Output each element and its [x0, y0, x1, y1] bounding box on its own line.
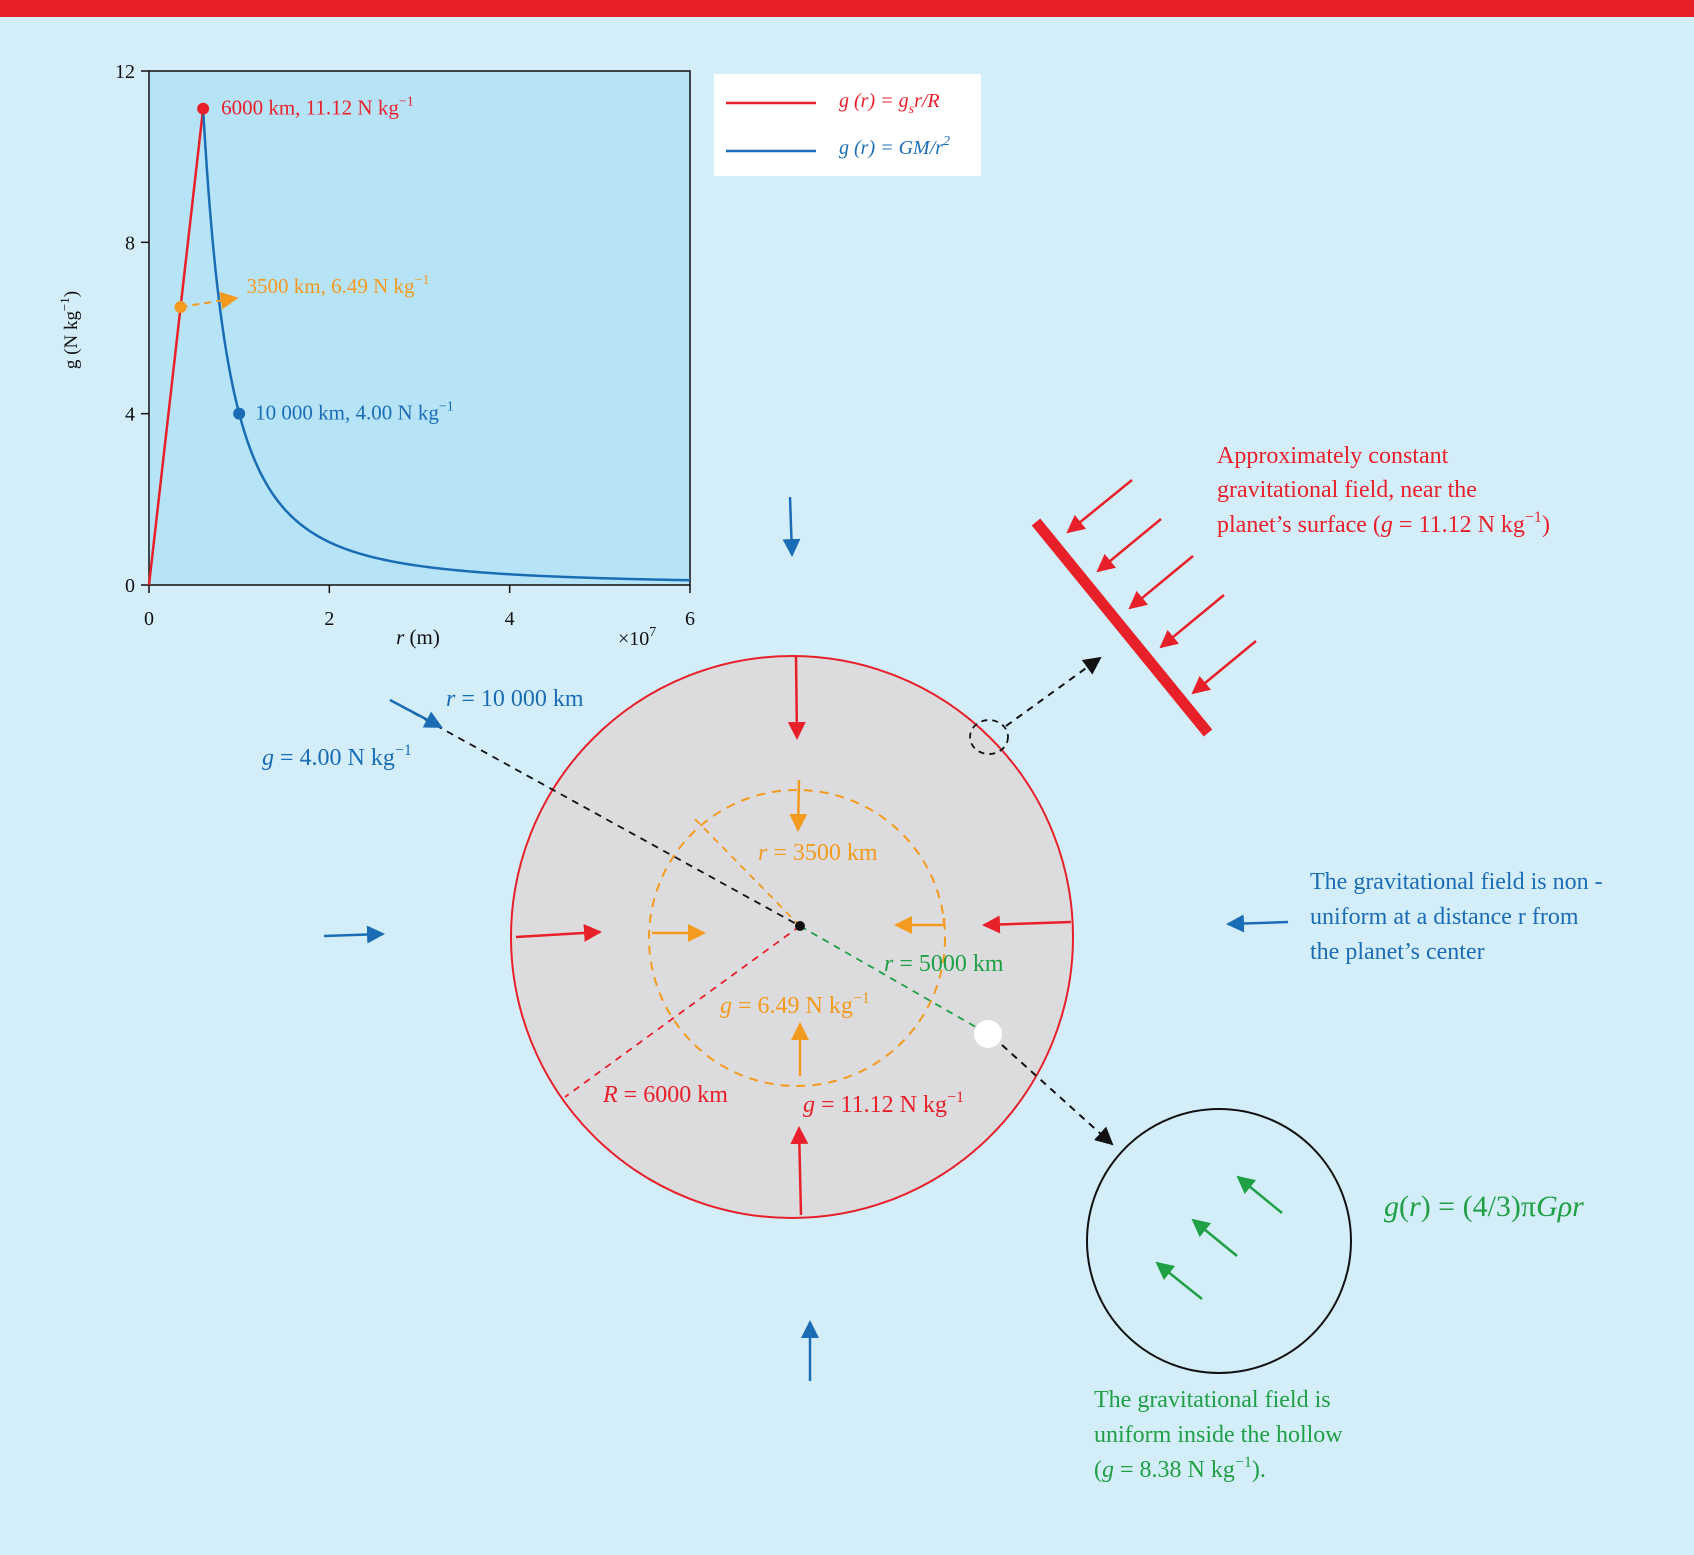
x-tick-label: 2 [324, 608, 334, 630]
surface-field-arrow-1 [1066, 479, 1133, 534]
hollow-inset: g(r) = (4/3)πGρr The gravitational field… [1086, 1108, 1584, 1483]
planet-radius-label: R = 6000 km [602, 1082, 728, 1108]
y-axis-label: g (N kg−1) [57, 291, 82, 369]
gravity-chart: 0 2 4 6 0 4 8 12 6000 km, 11.12 N kg−1 3500 km, … [57, 61, 981, 650]
outer-radius-line [389, 699, 801, 927]
planet-radius-line [564, 925, 801, 1098]
surface-zoom-marker [969, 719, 1009, 755]
x-axis-multiplier: ×107 [618, 625, 656, 650]
hollow-cavity [974, 1020, 1002, 1048]
planet-body [510, 655, 1074, 1219]
surface-arrow-left [515, 923, 602, 942]
legend-box [714, 74, 981, 176]
x-tick-label: 4 [505, 608, 515, 630]
y-tick-label: 0 [125, 575, 135, 597]
surface-field-arrow-4 [1159, 594, 1225, 649]
surface-g-label: g = 11.12 N kg−1 [803, 1089, 964, 1118]
orange-projection-arrow [180, 291, 239, 310]
chart-series [147, 108, 691, 586]
hollow-caption: The gravitational field is uniform insid… [1094, 1387, 1343, 1448]
hollow-radius-label: r = 5000 km [884, 951, 1004, 977]
planet-center-dot [795, 921, 805, 931]
outer-radius-label: r = 10 000 km [446, 686, 584, 712]
outer-arrow-top [782, 496, 801, 557]
surface-inset: Approximately constant gravitational fie… [1031, 443, 1550, 737]
legend-red-label: g (r) = gsr/R [839, 90, 940, 117]
plot-area [148, 70, 691, 586]
hollow-callout-arrow [1001, 1044, 1114, 1146]
series-line-inverse-square [201, 108, 691, 582]
hollow-zoom-circle [1086, 1108, 1352, 1374]
surface-plate [1031, 518, 1213, 737]
surface-arrow-top [787, 655, 806, 740]
planet-diagram: r = 10 000 km g = 4.00 N kg−1 r = 3500 k… [262, 496, 1289, 1381]
data-point [197, 102, 210, 115]
inner-arrow-top [789, 779, 808, 832]
data-point [233, 407, 246, 420]
inner-arrow-right [894, 916, 946, 934]
surface-caption: Approximately constant gravitational fie… [1217, 443, 1477, 503]
y-tick-label: 8 [125, 232, 135, 254]
x-tick-label: 6 [685, 608, 695, 630]
chart-axes: 0 2 4 6 0 4 8 12 [115, 61, 695, 630]
hollow-field-arrow-1 [1236, 1175, 1283, 1214]
chart-legend: g (r) = gsr/R g (r) = GM/r2 [714, 74, 981, 176]
x-axis-label: r (m) [396, 625, 440, 649]
data-point [174, 301, 187, 314]
top-bar [0, 0, 1694, 17]
y-tick-label: 4 [125, 404, 135, 426]
surface-field-arrow-3 [1128, 555, 1194, 610]
hollow-field-arrow-2 [1191, 1218, 1238, 1257]
surface-caption-line3: planet’s surface (g = 11.12 N kg−1) [1217, 509, 1550, 538]
hollow-field-arrow-3 [1155, 1261, 1203, 1300]
nonuniform-caption: The gravitational field is non - uniform… [1310, 869, 1609, 965]
legend-blue-label: g (r) = GM/r2 [839, 134, 950, 159]
surface-arrow-right [982, 915, 1072, 934]
series-line-linear [147, 108, 205, 586]
hollow-formula: g(r) = (4/3)πGρr [1384, 1190, 1584, 1223]
surface-arrow-bottom [790, 1126, 809, 1216]
hollow-radius-line [799, 925, 989, 1035]
data-point-label: 10 000 km, 4.00 N kg−1 [255, 400, 454, 425]
x-tick-label: 0 [144, 608, 154, 630]
data-point-label: 3500 km, 6.49 N kg−1 [247, 273, 430, 298]
chart-points: 6000 km, 11.12 N kg−1 3500 km, 6.49 N kg−… [174, 95, 454, 425]
outer-arrow-upper-left [389, 698, 443, 729]
inner-g-label: g = 6.49 N kg−1 [720, 990, 870, 1019]
surface-callout-arrow [1005, 656, 1102, 727]
inner-orange-circle [648, 789, 946, 1087]
inner-radius-label: r = 3500 km [758, 840, 878, 866]
surface-field-arrow-2 [1096, 518, 1162, 573]
outer-g-label: g = 4.00 N kg−1 [262, 742, 412, 771]
hollow-caption-line3: (g = 8.38 N kg−1). [1094, 1454, 1266, 1483]
outer-arrow-left [323, 925, 385, 944]
outer-arrow-right [1226, 914, 1289, 933]
data-point-label: 6000 km, 11.12 N kg−1 [221, 95, 414, 120]
surface-field-arrow-5 [1191, 640, 1257, 695]
y-tick-label: 12 [115, 61, 135, 83]
